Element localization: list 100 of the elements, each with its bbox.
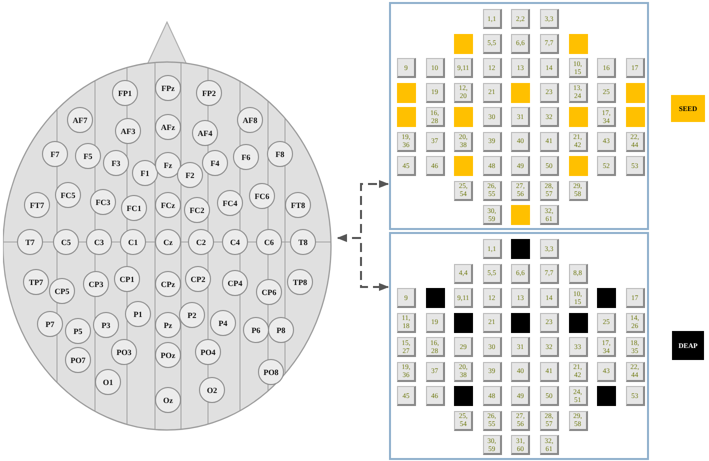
dashed-arrow	[337, 234, 389, 291]
electrode-label: F4	[210, 158, 220, 168]
channel-square	[482, 386, 502, 406]
channel-square	[482, 362, 502, 382]
channel-square	[597, 312, 616, 332]
channel-square	[397, 156, 416, 176]
grid-panel	[389, 232, 649, 460]
channel-square	[626, 312, 645, 332]
channel-square	[482, 288, 502, 308]
highlighted-channel-square	[454, 312, 474, 332]
channel-square	[597, 362, 616, 382]
channel-square	[482, 82, 502, 102]
electrode-label: C6	[264, 238, 274, 246]
channel-square	[568, 410, 588, 430]
electrode-label: P6	[252, 326, 260, 334]
channel-square	[454, 132, 474, 152]
channel-square	[540, 239, 559, 259]
channel-square	[482, 58, 502, 78]
electrode-label: P1	[134, 310, 142, 318]
electrode-label: AF7	[72, 116, 88, 124]
channel-square	[540, 9, 559, 29]
channel-square	[482, 34, 502, 54]
channel-square	[511, 58, 530, 78]
channel-square	[511, 386, 530, 406]
electrode-label: TP8	[292, 278, 308, 286]
electrode-label: FP1	[118, 88, 132, 98]
electrode-label: P5	[74, 326, 82, 336]
channel-square	[597, 132, 616, 152]
electrode-label: CP3	[88, 280, 104, 288]
highlighted-channel-square	[397, 107, 416, 127]
highlighted-channel-square	[568, 107, 588, 127]
electrode-label: F7	[50, 150, 60, 158]
channel-square	[511, 34, 530, 54]
channel-square	[454, 337, 474, 357]
highlighted-channel-square	[597, 386, 616, 406]
channel-square	[540, 107, 559, 127]
channel-square	[540, 156, 559, 176]
channel-square	[397, 337, 416, 357]
channel-square	[540, 264, 559, 284]
electrode-label: FC6	[254, 192, 270, 200]
electrode-label: F5	[84, 152, 92, 160]
electrode-label: CP2	[190, 274, 206, 284]
electrode-label: C5	[61, 238, 71, 246]
channel-square	[540, 180, 559, 200]
highlighted-channel-square	[454, 107, 474, 127]
channel-square	[426, 82, 445, 102]
channel-square	[454, 264, 474, 284]
channel-square	[511, 156, 530, 176]
channel-square	[540, 312, 559, 332]
grid-panel	[389, 2, 649, 230]
channel-square	[511, 337, 530, 357]
electrode-label: P7	[46, 320, 54, 328]
electrode-label: Fz	[164, 160, 172, 170]
channel-square	[568, 386, 588, 406]
highlighted-channel-square	[568, 34, 588, 54]
electrode-label: CP4	[228, 278, 242, 288]
channel-square	[426, 58, 445, 78]
electrode-label: Cz	[163, 238, 173, 246]
electrode-label: AF8	[242, 116, 258, 124]
electrode-label: FCz	[160, 200, 176, 210]
highlighted-channel-square	[568, 312, 588, 332]
electrode-label: C1	[128, 238, 138, 246]
electrode-label: C4	[230, 238, 240, 246]
highlighted-channel-square	[626, 82, 645, 102]
electrode-label: FC3	[96, 198, 110, 206]
channel-square	[597, 82, 616, 102]
electrode-label: FC1	[126, 204, 142, 212]
electrode-label: FT8	[290, 200, 306, 210]
electrode-label: AF4	[198, 128, 212, 138]
channel-square	[454, 58, 474, 78]
channel-square	[511, 107, 530, 127]
electrode-label: TP7	[28, 278, 44, 286]
highlighted-channel-square	[568, 156, 588, 176]
electrode-label: FC4	[222, 198, 238, 208]
electrode-label: F2	[186, 170, 194, 180]
channel-square	[626, 386, 645, 406]
channel-square	[511, 9, 530, 29]
channel-square	[482, 312, 502, 332]
channel-square	[626, 132, 645, 152]
electrode-label: PO4	[200, 348, 216, 356]
channel-square	[568, 362, 588, 382]
channel-square	[426, 312, 445, 332]
channel-square	[426, 337, 445, 357]
channel-square	[597, 337, 616, 357]
highlighted-channel-square	[454, 34, 474, 54]
channel-square	[568, 180, 588, 200]
channel-square	[540, 386, 559, 406]
channel-square	[482, 180, 502, 200]
electrode-label: FT7	[30, 200, 44, 210]
electrode-label: Oz	[163, 396, 173, 404]
channel-square	[426, 386, 445, 406]
electrode-label: CP5	[54, 286, 70, 296]
channel-square	[568, 132, 588, 152]
highlighted-channel-square	[511, 239, 530, 259]
electrode-label: F6	[242, 152, 250, 162]
channel-square	[540, 58, 559, 78]
channel-square	[511, 132, 530, 152]
channel-square	[454, 82, 474, 102]
channel-square	[397, 362, 416, 382]
channel-square	[482, 410, 502, 430]
